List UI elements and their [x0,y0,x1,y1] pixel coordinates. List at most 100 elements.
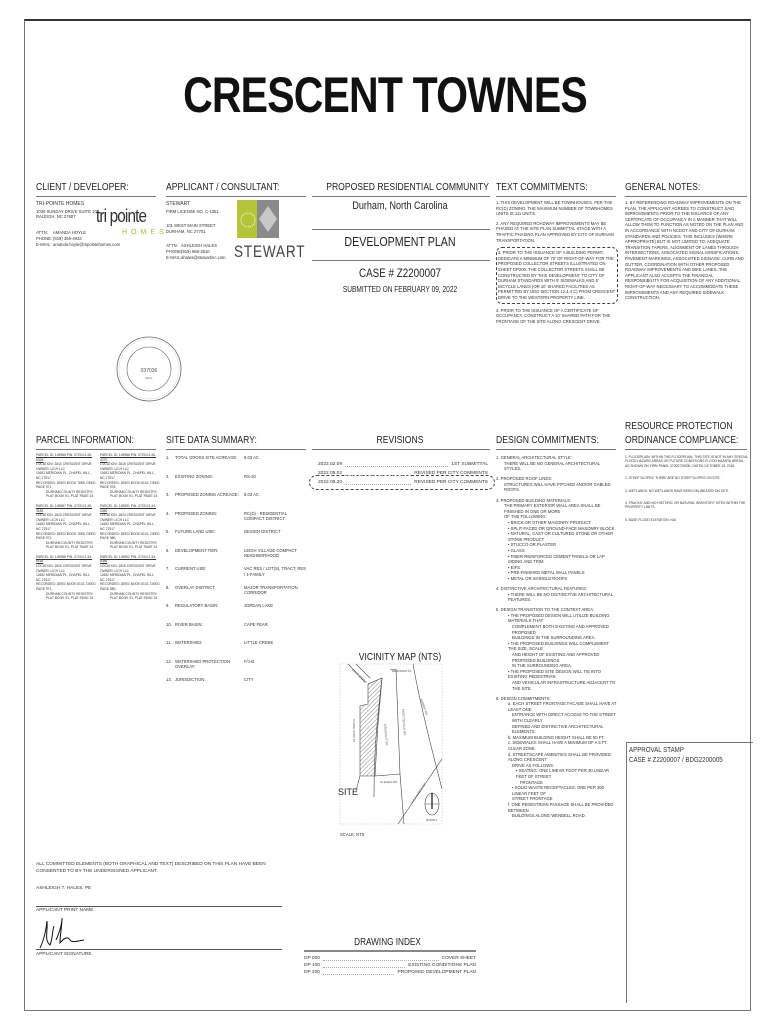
site-data-heading: SITE DATA SUMMARY: [166,434,257,446]
text-commitment-item: 4. PRIOR TO THE ISSUANCE OF A CERTIFICAT… [496,307,611,324]
design-line: 5. DESIGN TRANSITION TO THE CONTEXT AREA… [496,607,595,613]
applicant-name: STEWART [166,201,191,207]
design-line: ▪ PRE-FINISHED METAL WALL PANELS [508,570,585,576]
site-data-row: 13.JURISDICTION:CITY [166,677,306,696]
site-data-value: CITY [244,677,254,682]
design-line: ▪ BRICK OR OTHER MASONRY PRODUCT [508,519,591,525]
parcel-line: LOCATION: 1824 CRESCENT DRIVE [100,513,156,518]
site-data-row: 8.OVERLAY DISTRICT:MAJOR TRANSPORTATION … [166,585,306,604]
design-line: d. STREETSCAPE AMENITIES SHALL BE PROVID… [508,751,611,763]
vicinity-heading: VICINITY MAP (NTS) [358,651,442,663]
sheet-title: PROPOSED DEVELOPMENT PLAN [397,970,476,976]
site-data-number: 9. [166,603,170,608]
site-data-number: 12. [166,658,172,664]
design-line: f. ONE PEDESTRIAN PASSAGE SHALL BE PROVI… [508,801,614,813]
site-data-number: 8. [166,584,170,590]
site-label: SITE [338,787,358,797]
parcel-line: LOCATION: 1828 CRESCENT DRIVE [100,564,156,569]
site-data-label: FUTURE LAND USE: [175,529,216,534]
signature-label: APPLICANT SIGNATURE [36,952,92,957]
applicant-license: FIRM LICENSE NO. C-1051 [166,209,219,214]
design-line: BUILDINGS IN THE SURROUNDING AREA. [512,635,596,641]
applicant-attn: ASHLEIGH HALES [181,243,218,248]
design-line: ▪ SPLIT-FACED OR GROUND-FACE MASONRY BLO… [508,525,615,531]
site-data-label: RIVER BASIN: [175,621,203,627]
signature-line [36,949,282,950]
site-data-value: LEIGH VILLAGE COMPACT NEIGHBORHOOD [244,547,297,559]
parcel-line: DURHAM COUNTY REGISTRY, [46,540,94,545]
design-line: DEFINED AND DISTINCTIVE ARCHITECTURAL EL… [512,723,604,735]
site-data-row: 9.REGULATORY BASIN:JORDAN LAKE [166,603,306,622]
parcel-line: PLAT BOOK 91, PLAT PAGE 24 [46,545,94,550]
design-commitments-list: 1. GENERAL ARCHITECTURAL STYLE:THERE WIL… [496,455,618,819]
site-data-number: 11. [166,640,172,645]
print-name-line [36,906,282,907]
resource-heading-1: RESOURCE PROTECTION [625,420,733,432]
parcel-line: 11652 MERIDIAN PL, CHAPEL HILL, NC 27517 [36,573,91,582]
site-data-row: 6.DEVELOPMENT TIER:LEIGH VILLAGE COMPACT… [166,548,306,567]
stewart-logo-mark [237,200,279,238]
revision-date: 2022.05.02 [318,471,343,477]
divider [304,950,476,952]
sheet-number: DP 000 [304,956,320,962]
divider [166,196,306,197]
design-line: 3. PROPOSED BUILDING MATERIALS: [496,497,572,503]
design-line: BUILDINGS ALONG WENDELL ROAD. [512,813,586,819]
client-name: TRI-POINTE HOMES [36,201,85,207]
design-line: ▪ METAL OR SHINGLE ROOFS [508,575,568,581]
revision-row: 2022.02.09 1ST SUBMITTAL [318,459,488,468]
parcel-line: 11652 MERIDIAN PL, CHAPEL HILL, NC 27517 [36,522,91,531]
design-line: DRIVE AS FOLLOWS: [512,762,555,768]
street-label: STONE PARK CT [352,719,356,743]
design-line: ▪ SEATING: ONE LINEAR FOOT PER 30 LINEAR… [516,768,610,779]
divider [496,449,616,450]
parcel-line: PARCEL ID: 149591 PIN: 0729-01-44-2080 [100,503,157,513]
applicant-email: ahales@stewartinc.com [181,255,226,260]
design-line: STREET FRONTAGE [512,796,553,802]
site-data-number: 13. [166,677,172,682]
site-data-label: PROPOSED ZONING: [175,510,218,516]
divider [312,449,490,450]
parcel-line: DURHAM COUNTY REGISTRY, [46,489,94,494]
site-data-value: MAJOR TRANSPORTATION CORRIDOR [244,584,298,596]
divider [496,196,616,197]
revision-date: 2022.02.09 [318,462,343,468]
design-line: a. EACH STREET FRONTAGE FACADE SHALL HAV… [508,701,617,712]
site-data-row: 4.PROPOSED ZONING:RC(D) - RESIDENTIAL CO… [166,511,306,530]
design-line: ▪ EIFS [508,564,520,570]
parcel-line: OWNER: LICH LLC [36,568,65,573]
resource-item: 1. FLOODPLAIN: WITHIN THE FLOODPLAIN, TH… [625,455,749,468]
applicant-address2: DURHAM, NC 27701 [166,229,206,234]
client-attn: AMANDA HOYLE [53,230,87,235]
design-line: ▪ THE PROPOSED BUILDINGS WILL COMPLEMENT… [508,640,609,652]
site-data-row: 5.FUTURE LAND USE:DESIGN DISTRICT [166,529,306,548]
divider [36,196,156,197]
parcel-line: PLAT BOOK 91, PLAT PAGE 24 [110,545,158,550]
street-label: CULP ARBOR [351,668,368,685]
street-label: CLEGRA DR [380,780,398,784]
parcel-line: PARCEL ID: 149586 PIN: 0729-01-45-4270 [100,453,157,462]
site-data-number: 1. [166,455,170,460]
site-data-label: REGULATORY BASIN: [175,603,219,608]
resource-heading-2: ORDINANCE COMPLIANCE: [625,434,739,446]
revisions-heading: REVISIONS [376,434,424,446]
parcel-line: 11652 MERIDIAN PL, CHAPEL HILL, NC 27517 [100,573,155,582]
parcel-line: RECORDED: DEED BOOK 8101, DEED PAGE 980, [100,582,160,592]
divider [166,449,306,450]
text-commitments-heading: TEXT COMMITMENTS: [496,181,588,193]
project-title: CRESCENT TOWNES [183,67,588,123]
applicant-heading: APPLICANT / CONSULTANT: [166,181,280,193]
engineer-seal: 037036 SEAL [116,336,182,402]
revision-description: 1ST SUBMITTAL [451,462,488,468]
resource-list: 1. FLOODPLAIN: WITHIN THE FLOODPLAIN, TH… [625,455,749,530]
site-data-label: WATERSHED PROTECTION OVERLAY: [175,658,230,670]
general-notes-heading: GENERAL NOTES: [625,181,701,193]
parcel-line: OWNER: LICH LLC [100,517,129,522]
parcel-line: DURHAM COUNTY REGISTRY, [46,591,94,596]
design-line: FRONTAGE [520,779,543,785]
